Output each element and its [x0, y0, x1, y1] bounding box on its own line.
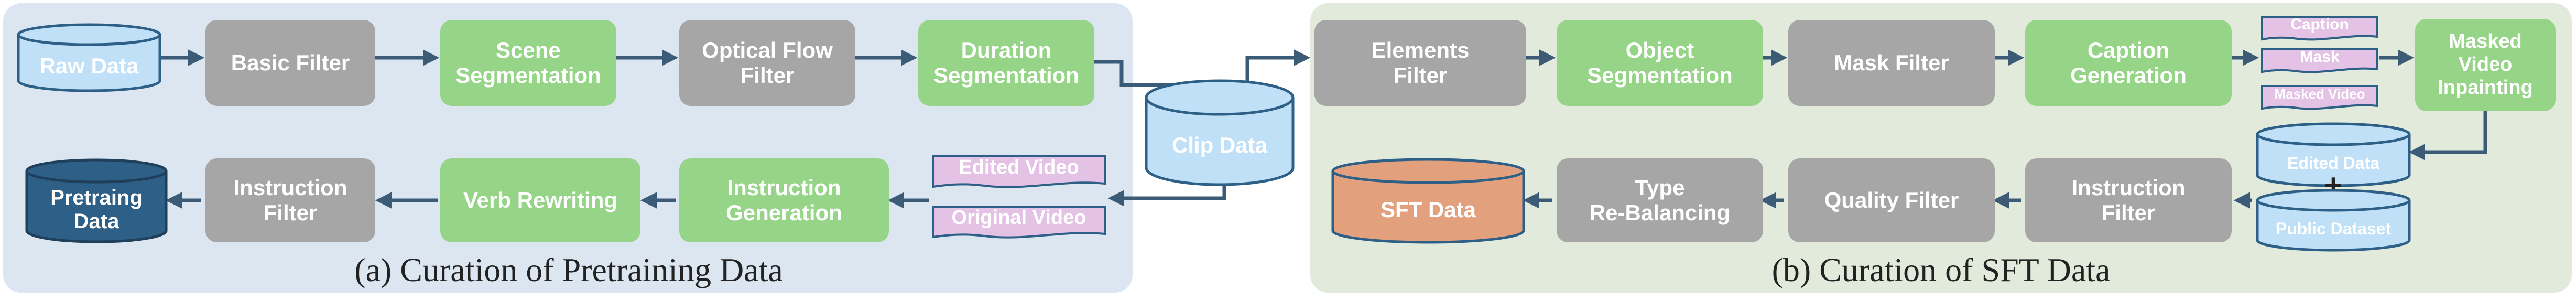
sft-data-cylinder: SFT Data [1331, 158, 1525, 244]
original-video-tag-shape [932, 206, 1106, 239]
verb-rewriting-box: Verb Rewriting [440, 158, 640, 242]
edited-video-tag: Edited Video [932, 155, 1106, 189]
edited-data-label: Edited Data [2287, 154, 2380, 173]
edited-data-cylinder-shape [2256, 122, 2411, 187]
masked-video-tag: Masked Video [2261, 85, 2378, 110]
sft-data-label: SFT Data [1380, 197, 1476, 222]
arrow-inpainting-to-edited [2408, 111, 2487, 160]
mask-filter-box: Mask Filter [1788, 20, 1995, 106]
type-rebalancing-box: Type Re-Balancing [1557, 158, 1763, 242]
quality-filter-box: Quality Filter [1788, 158, 1995, 242]
pretraining-data-label: Pretraing Data [50, 186, 143, 233]
masked-video-inpainting-box: Masked Video Inpainting [2415, 19, 2556, 111]
original-video-label: Original Video [951, 206, 1086, 229]
raw-data-cylinder: Raw Data [17, 23, 161, 92]
masked-video-tag-shape [2261, 85, 2378, 110]
optical-flow-filter-box: Optical Flow Filter [679, 20, 855, 106]
raw-data-cylinder-shape [17, 23, 161, 92]
caption-tag-shape [2261, 16, 2378, 41]
caption-sft: (b) Curation of SFT Data [1771, 251, 2111, 288]
pretraining-data-cylinder: Pretraing Data [25, 158, 168, 244]
sft-data-cylinder-shape [1331, 158, 1525, 244]
caption-tag: Caption [2261, 16, 2378, 41]
edited-data-cylinder: Edited Data [2256, 122, 2411, 188]
mask-tag: Mask [2261, 48, 2378, 73]
mask-tag-shape [2261, 48, 2378, 73]
instruction-generation-box: Instruction Generation [679, 158, 889, 242]
edited-video-tag-shape [932, 155, 1106, 188]
clip-data-cylinder: Clip Data [1145, 79, 1295, 187]
raw-data-label: Raw Data [39, 53, 139, 79]
edited-video-label: Edited Video [959, 156, 1079, 178]
elements-filter-box: Elements Filter [1314, 20, 1526, 106]
duration-segmentation-box: Duration Segmentation [918, 20, 1094, 106]
arrow-clip-to-videos [1107, 185, 1226, 207]
instruction-filter-b-box: Instruction Filter [2025, 158, 2232, 242]
caption-tag-label: Caption [2290, 16, 2349, 34]
object-segmentation-box: Object Segmentation [1557, 20, 1763, 106]
clip-data-cylinder-shape [1145, 79, 1295, 186]
instruction-filter-a-box: Instruction Filter [205, 158, 375, 242]
scene-segmentation-box: Scene Segmentation [440, 20, 616, 106]
clip-data-label: Clip Data [1171, 133, 1268, 158]
original-video-tag: Original Video [932, 206, 1106, 239]
caption-pretraining: (a) Curation of Pretraining Data [354, 251, 783, 288]
public-dataset-cylinder: Public Dataset [2256, 189, 2411, 252]
pretraining-data-cylinder-shape [25, 158, 168, 243]
caption-generation-box: Caption Generation [2025, 20, 2232, 106]
basic-filter-box: Basic Filter [205, 20, 375, 106]
public-dataset-cylinder-shape [2256, 189, 2411, 252]
public-dataset-label: Public Dataset [2275, 219, 2392, 239]
masked-video-tag-label: Masked Video [2274, 85, 2365, 102]
mask-tag-label: Mask [2300, 48, 2340, 66]
